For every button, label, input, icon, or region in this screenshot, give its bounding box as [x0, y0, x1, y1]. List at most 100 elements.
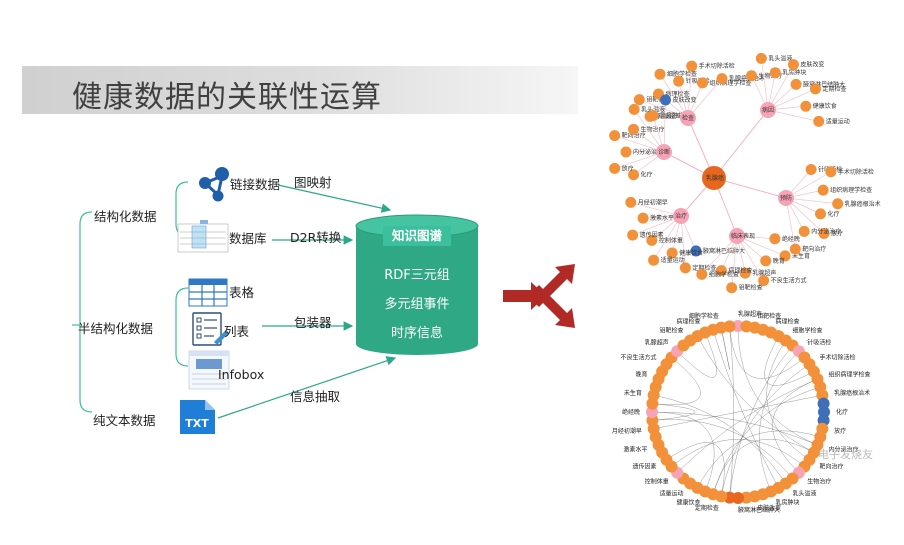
leaf-node [832, 198, 844, 210]
leaf-node [637, 212, 649, 224]
center-node-label: 乳腺癌 [706, 174, 724, 182]
linked-data-label: 链接数据 [230, 177, 281, 192]
linked-data-icon [199, 167, 229, 202]
ring-node-label: 定期检查 [695, 504, 719, 512]
leaf-node-label: 手术切除活检 [699, 62, 735, 70]
ring-node-label: 放疗 [834, 427, 846, 435]
leaf-node-label: 适量运动 [661, 256, 685, 264]
leaf-node [648, 254, 660, 266]
leaf-node-label: 适量运动 [826, 117, 850, 125]
leaf-node [789, 243, 801, 255]
leaf-node [633, 94, 645, 106]
ring-node-label: 激素水平 [623, 446, 647, 454]
leaf-node-label: 乳房肿块 [660, 112, 684, 120]
leaf-node-label: 定期检查 [692, 264, 716, 272]
ring-node-label: 不良生活方式 [621, 354, 657, 362]
red-split-arrow [503, 264, 575, 328]
ring-node-label: 钼靶检查 [757, 312, 781, 320]
ring-node-label: 病理检查 [776, 317, 800, 325]
txt-icon-label: TXT [185, 417, 209, 430]
leaf-node [805, 163, 817, 175]
leaf-node-label: 乳房肿块 [782, 69, 806, 77]
ring-node-label: 晚育 [635, 370, 647, 378]
ring-node [740, 491, 753, 504]
leaf-node-label: 靶向治疗 [802, 245, 826, 253]
leaf-node [715, 265, 727, 277]
leaf-node [620, 146, 632, 158]
watermark: 电子发烧友 [818, 448, 873, 461]
ring-node-label: 控制体重 [645, 477, 669, 485]
leaf-node-label: 腋窝淋巴结肿大 [803, 80, 845, 88]
ring-node-label: 化疗 [836, 408, 848, 416]
leaf-node-label: 放疗 [622, 164, 634, 172]
leaf-node-label: 控制体重 [659, 236, 683, 244]
leaf-node-label: 皮肤改变 [800, 61, 824, 69]
ring-node-label: 遗传因素 [633, 462, 657, 470]
leaf-node [628, 169, 640, 181]
ring-node-label: 乳腺癌根治术 [834, 389, 870, 397]
circular-graph: 乳腺超声钼靶检查病理检查细胞学检查针吸活检手术切除活检组织病理学检查乳腺癌根治术… [612, 310, 871, 514]
leaf-node [659, 94, 671, 106]
semi-bracket [175, 287, 189, 367]
hub-node [760, 102, 776, 118]
ring-node [818, 406, 830, 418]
leaf-node [628, 123, 640, 135]
leaf-node-label: 内分泌治疗 [633, 148, 663, 156]
ring-node [646, 414, 659, 427]
leaf-node [813, 115, 825, 127]
hub-node-label: 诊断 [658, 148, 670, 156]
kg-line-events: 多元组事件 [384, 297, 450, 312]
leaf-node [779, 250, 791, 262]
hub-node [656, 144, 672, 160]
leaf-node-label: 钼靶检查 [739, 284, 763, 292]
leaf-node-label: 腋窝淋巴结肿大 [703, 247, 745, 255]
leaf-node-label: 手术切除活检 [838, 168, 874, 176]
leaf-node [809, 83, 821, 95]
leaf-node-label: 乳头溢液 [768, 54, 792, 62]
graph-mapping-label: 图映射 [294, 175, 332, 190]
leaf-node-label: 乳头溢液 [641, 105, 665, 113]
leaf-node-label: 健康饮食 [679, 249, 703, 257]
leaf-node [798, 225, 810, 237]
leaf-node [609, 162, 621, 174]
leaf-node-label: 生物治疗 [641, 125, 665, 133]
leaf-node-label: 组织病理学检查 [830, 186, 872, 194]
hub-node-label: 临床表现 [731, 232, 755, 240]
main-bracket [79, 211, 93, 413]
ring-node [732, 320, 744, 332]
leaf-node [790, 78, 802, 90]
hub-node [673, 208, 689, 224]
plain-text-label: 纯文本数据 [93, 413, 156, 428]
leaf-node-label: 钼靶检查 [646, 96, 670, 104]
ring-node-label: 乳腺超声 [738, 310, 762, 318]
ring-node-label: 未生育 [624, 389, 642, 397]
ring-node-label: 乳房肿块 [776, 499, 800, 507]
leaf-node-label: 月经初潮早 [638, 198, 668, 206]
leaf-node [690, 245, 702, 257]
ring-node-label: 绝经晚 [622, 408, 640, 416]
leaf-node-label: 皮肤改变 [672, 96, 696, 104]
leaf-node [696, 268, 708, 280]
leaf-node-label: 化疗 [828, 210, 840, 218]
table-icon [188, 278, 228, 307]
leaf-node-label: 定期检查 [822, 85, 846, 93]
leaf-node [654, 68, 666, 80]
ring-node-label: 细胞学检查 [792, 327, 822, 335]
ring-node [732, 492, 744, 504]
hub-node-label: 检查 [682, 114, 694, 122]
leaf-node-label: 健康饮食 [813, 102, 837, 110]
tree-graph: 乳腺超声钼靶检查病理检查细胞学检查针吸活检手术切除活检组织病理学检查乳腺癌根治术… [609, 52, 881, 294]
leaf-node-label: 病理检查 [728, 267, 752, 275]
hub-node [729, 228, 745, 244]
hub-node-label: 预防 [780, 194, 792, 202]
leaf-node [627, 229, 639, 241]
leaf-node [800, 100, 812, 112]
ring-node-label: 钼靶检查 [660, 327, 684, 335]
leaf-node [673, 75, 685, 87]
table-label: 表格 [229, 285, 255, 300]
ring-node-label: 组织病理学检查 [829, 370, 871, 378]
structured-data-label: 结构化数据 [94, 209, 157, 224]
leaf-node [760, 255, 772, 267]
infobox-label: Infobox [218, 367, 265, 382]
